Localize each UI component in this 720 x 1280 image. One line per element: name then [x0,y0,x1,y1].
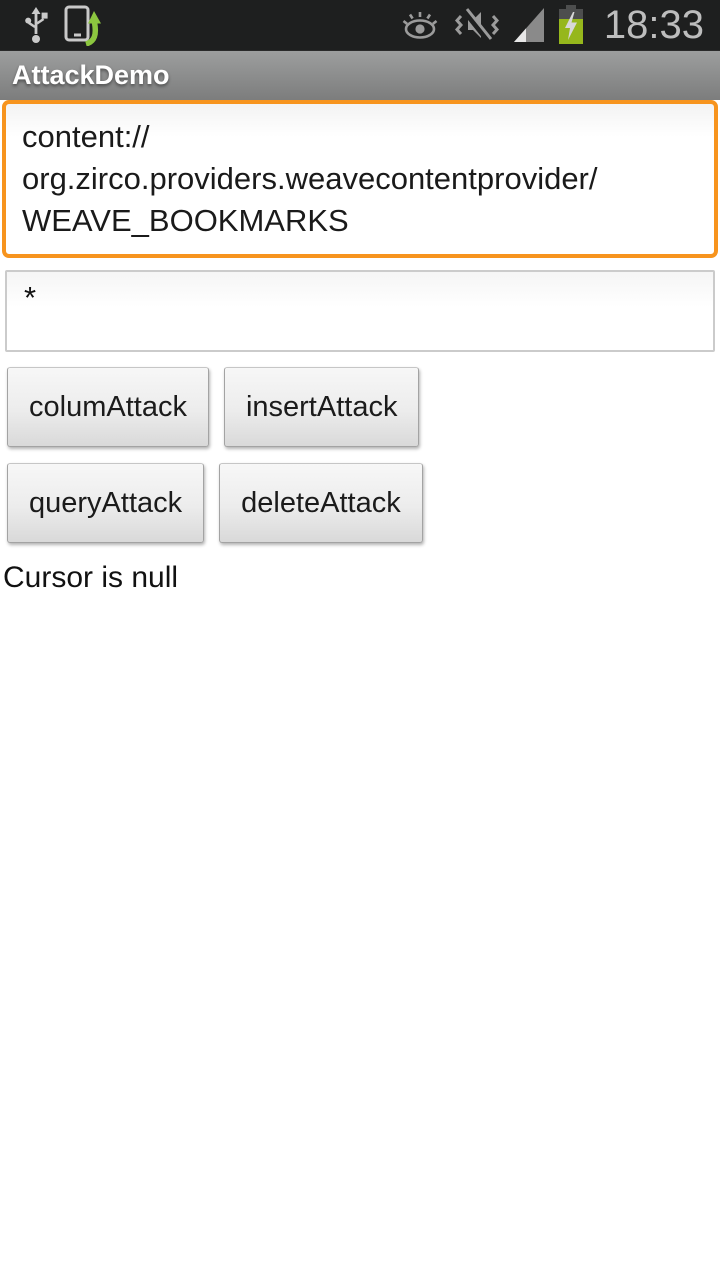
status-bar-right: 18:33 [400,0,704,50]
uri-text-line: WEAVE_BOOKMARKS [22,203,349,238]
battery-charging-icon [558,5,584,45]
action-bar: AttackDemo [0,50,720,100]
projection-input[interactable]: * [5,270,715,352]
vibrate-off-icon [454,7,500,43]
signal-strength-icon [513,8,544,42]
button-row-2: queryAttack deleteAttack [7,463,720,543]
uri-input[interactable]: content:// org.zirco.providers.weavecont… [2,100,718,258]
uri-text-line: org.zirco.providers.weavecontentprovider… [22,161,598,196]
query-attack-button[interactable]: queryAttack [7,463,205,543]
status-bar-left [24,4,102,46]
status-bar: 18:33 [0,0,720,50]
insert-attack-button[interactable]: insertAttack [223,367,420,447]
colum-attack-button[interactable]: columAttack [7,367,209,447]
app-title: AttackDemo [12,60,170,90]
button-row-1: columAttack insertAttack [7,367,720,447]
delete-attack-button[interactable]: deleteAttack [219,463,423,543]
content-area: content:// org.zirco.providers.weavecont… [0,100,720,595]
phone-data-transfer-icon [62,4,102,46]
usb-icon [24,6,48,44]
smart-stay-eye-icon [400,8,440,42]
uri-text-line: content:// [22,119,150,154]
result-status-text: Cursor is null [3,561,179,594]
clock-time: 18:33 [603,3,704,47]
